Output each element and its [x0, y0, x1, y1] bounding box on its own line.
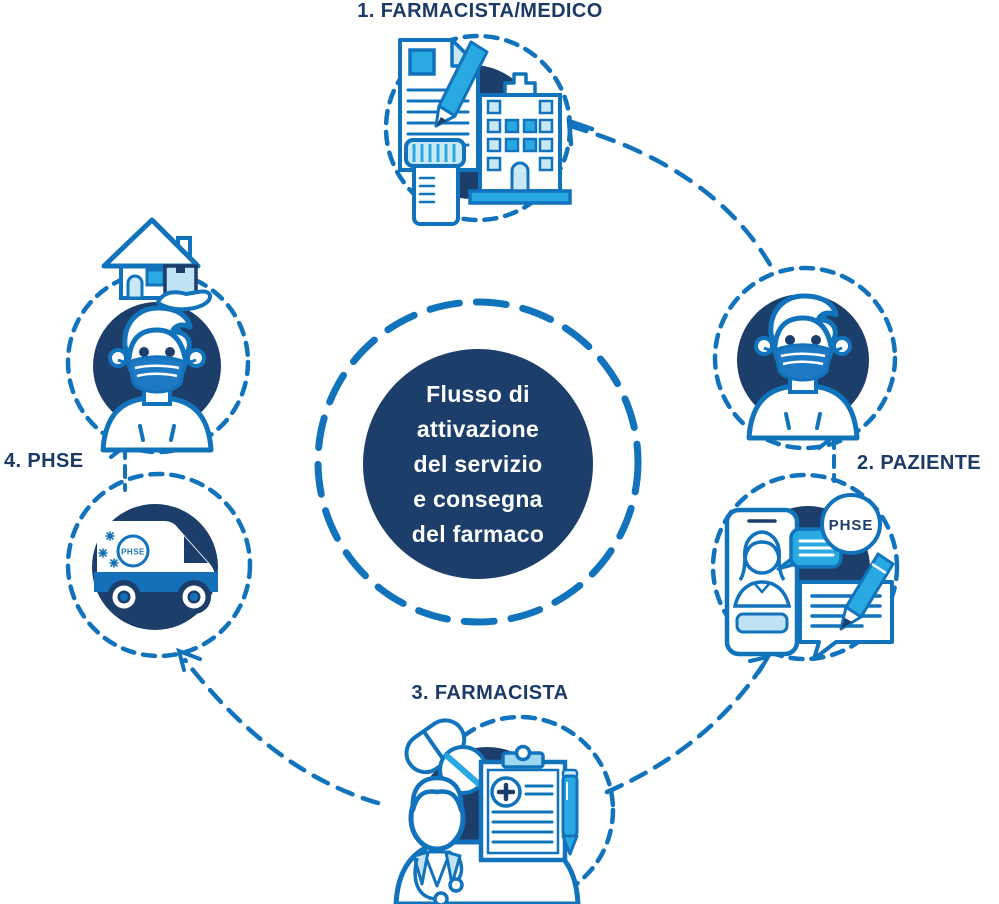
node4-label: 4. PHSE [4, 450, 84, 472]
package-icon [163, 264, 198, 296]
center-line: attivazione [416, 415, 540, 442]
van-wheel [107, 580, 141, 614]
phse-badge: PHSE [820, 493, 882, 555]
connector-arcs [109, 117, 836, 806]
center-line: del servizio [413, 450, 543, 477]
node-farmacista [393, 714, 616, 904]
node-phse-courier [65, 217, 251, 455]
pen-icon [561, 768, 579, 856]
delivery-van-icon: PHSE [94, 521, 218, 614]
van-phse-logo: PHSE [116, 534, 150, 568]
clipboard-icon [478, 744, 568, 863]
node3-label: 3. FARMACISTA [411, 682, 569, 704]
arc-node1-node2 [567, 123, 775, 271]
arrowhead-phone [748, 654, 773, 674]
van-windshield [184, 536, 208, 563]
hospital-icon [468, 72, 572, 205]
pencil-icon [434, 40, 489, 128]
node2-dashed-ring [712, 265, 898, 451]
center-dashed-ring [314, 298, 642, 626]
pill-bottle-icon [404, 138, 466, 226]
arrowhead-van [176, 647, 202, 672]
van-dashed-ring [65, 471, 253, 659]
node1-dashed-ring [383, 33, 573, 223]
center-node [314, 298, 642, 626]
node2-label: 2. PAZIENTE [857, 452, 982, 474]
node-paziente [712, 265, 898, 451]
center-circle [363, 349, 593, 579]
house-door [126, 274, 144, 300]
phse-badge-label: PHSE [829, 517, 874, 534]
arrowhead-node1 [566, 117, 595, 147]
smartphone-icon [724, 507, 800, 657]
center-circle-text: Flusso di attivazione del servizio e con… [338, 372, 618, 556]
van-wheel [177, 580, 211, 614]
medical-cross-icon [490, 776, 522, 808]
pencil-icon [839, 552, 895, 631]
node-farmacista-medico [383, 33, 573, 226]
arc-node3-van [182, 657, 381, 806]
hand-icon [156, 289, 212, 312]
house-window [145, 268, 166, 287]
app-input-field [735, 612, 789, 634]
phone-dashed-ring [710, 472, 900, 662]
center-line: del farmaco [411, 520, 545, 547]
operator-avatar-icon [732, 530, 792, 608]
house-delivery-icon [101, 217, 212, 312]
node-phse-van: PHSE [65, 471, 253, 659]
node-app-phse: PHSE [710, 472, 900, 662]
van-logo-label: PHSE [121, 548, 145, 557]
node1-label: 1. FARMACISTA/MEDICO [357, 0, 603, 22]
arc-node3-phone [604, 662, 766, 795]
stethoscope-icon [413, 857, 464, 904]
center-line: Flusso di [426, 380, 530, 407]
center-line: e consegna [413, 485, 543, 512]
